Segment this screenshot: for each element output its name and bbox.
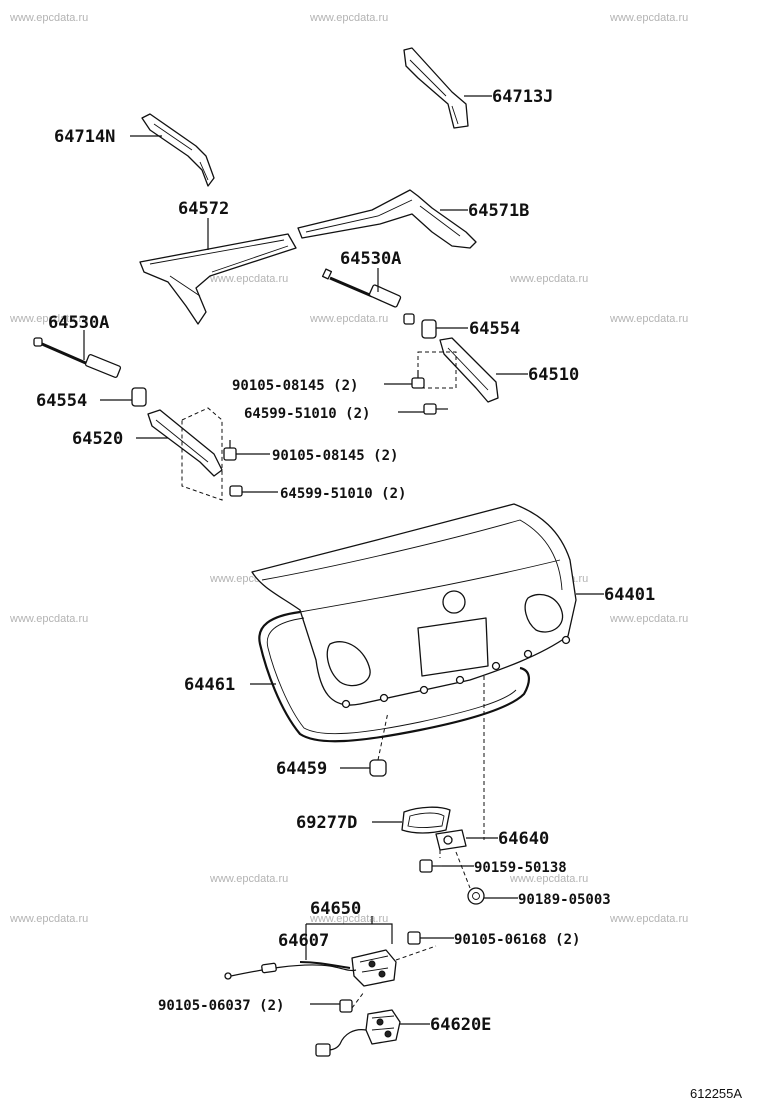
part-64530A-left-drawing bbox=[33, 330, 122, 378]
part-64607-cable-drawing bbox=[224, 944, 357, 980]
part-64620E-drawing bbox=[315, 1009, 430, 1057]
watermark: www.epcdata.ru bbox=[509, 873, 588, 885]
label-64599-51010-right: 64599-51010 (2) bbox=[244, 406, 370, 422]
label-64510: 64510 bbox=[528, 365, 579, 385]
label-64713J: 64713J bbox=[492, 87, 553, 107]
part-90159-50138-drawing bbox=[419, 850, 474, 873]
watermark: www.epcdata.ru bbox=[309, 12, 388, 24]
label-64571B: 64571B bbox=[468, 201, 529, 221]
watermark: www.epcdata.ru bbox=[209, 873, 288, 885]
watermark: www.epcdata.ru bbox=[209, 273, 288, 285]
label-64650: 64650 bbox=[310, 899, 361, 919]
watermark: www.epcdata.ru bbox=[609, 913, 688, 925]
part-69277D-drawing bbox=[372, 806, 451, 834]
label-64714N: 64714N bbox=[54, 127, 115, 147]
part-64510-drawing bbox=[417, 337, 528, 403]
label-64530A-right: 64530A bbox=[340, 249, 401, 269]
watermark: www.epcdata.ru bbox=[9, 313, 88, 325]
watermark: www.epcdata.ru bbox=[9, 12, 88, 24]
watermark: www.epcdata.ru bbox=[9, 913, 88, 925]
part-90105-06037-drawing bbox=[310, 991, 365, 1013]
watermark: www.epcdata.ru bbox=[509, 273, 588, 285]
part-64713J-drawing bbox=[403, 47, 492, 129]
reference-code: 612255A bbox=[690, 1086, 742, 1101]
part-64520-drawing bbox=[136, 407, 223, 501]
label-64520: 64520 bbox=[72, 429, 123, 449]
label-90189-05003: 90189-05003 bbox=[518, 892, 611, 908]
watermark: www.epcdata.ru bbox=[609, 313, 688, 325]
label-64459: 64459 bbox=[276, 759, 327, 779]
watermark: www.epcdata.ru bbox=[9, 613, 88, 625]
part-64459-drawing bbox=[340, 711, 389, 777]
part-64650-lock-drawing bbox=[305, 916, 397, 987]
part-90105-06168-drawing bbox=[395, 931, 454, 961]
label-64640: 64640 bbox=[498, 829, 549, 849]
label-64599-51010-left: 64599-51010 (2) bbox=[280, 486, 406, 502]
label-64572: 64572 bbox=[178, 199, 229, 219]
label-90105-08145-right: 90105-08145 (2) bbox=[232, 378, 358, 394]
label-64620E: 64620E bbox=[430, 1015, 491, 1035]
bolts-right-drawing bbox=[384, 370, 448, 415]
label-90105-06168: 90105-06168 (2) bbox=[454, 932, 580, 948]
part-64714N-drawing bbox=[130, 113, 215, 187]
label-64607: 64607 bbox=[278, 931, 329, 951]
watermark: www.epcdata.ru bbox=[309, 913, 388, 925]
part-64401-trunk-lid-drawing bbox=[251, 503, 604, 709]
part-64571B-drawing bbox=[297, 189, 477, 249]
part-90189-05003-drawing bbox=[455, 851, 518, 905]
watermark: www.epcdata.ru bbox=[309, 313, 388, 325]
part-64461-weatherstrip-drawing bbox=[250, 610, 530, 743]
part-64572-drawing bbox=[139, 218, 297, 325]
label-90105-08145-left: 90105-08145 (2) bbox=[272, 448, 398, 464]
label-90159-50138: 90159-50138 bbox=[474, 860, 567, 876]
part-64554-right-drawing bbox=[421, 319, 468, 339]
part-64554-left-drawing bbox=[100, 387, 147, 407]
watermark: www.epcdata.ru bbox=[609, 12, 688, 24]
label-64461: 64461 bbox=[184, 675, 235, 695]
part-64640-drawing bbox=[435, 676, 498, 851]
part-64530A-right-drawing bbox=[321, 268, 415, 325]
watermark: www.epcdata.ru bbox=[609, 613, 688, 625]
label-64554-right: 64554 bbox=[469, 319, 520, 339]
label-64401: 64401 bbox=[604, 585, 655, 605]
label-90105-06037: 90105-06037 (2) bbox=[158, 998, 284, 1014]
label-64554-left: 64554 bbox=[36, 391, 87, 411]
label-64530A-left: 64530A bbox=[48, 313, 109, 333]
label-69277D: 69277D bbox=[296, 813, 357, 833]
watermarks: www.epcdata.ru www.epcdata.ru www.epcdat… bbox=[9, 12, 688, 925]
bolts-left-drawing bbox=[223, 440, 278, 497]
